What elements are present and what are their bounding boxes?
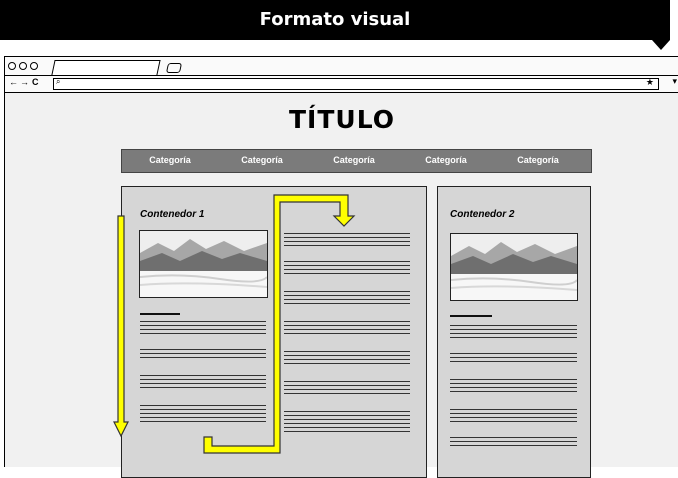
text-heading-bar: [450, 315, 492, 317]
container-1-title: Contenedor 1: [140, 209, 205, 220]
reload-icon[interactable]: C: [32, 77, 39, 87]
tab-bar: [5, 57, 678, 76]
back-arrow-icon[interactable]: ←: [9, 77, 18, 87]
banner: [0, 0, 670, 40]
nav-item-categoria-1[interactable]: Categoría: [149, 155, 191, 165]
text-block-left: [140, 321, 266, 431]
reading-flow-arrow-zigzag: [203, 194, 356, 454]
text-heading-bar: [140, 313, 180, 315]
nav-item-categoria-3[interactable]: Categoría: [333, 155, 375, 165]
banner-title: Formato visual: [259, 9, 411, 30]
window-maximize-dot[interactable]: [30, 62, 38, 70]
nav-item-categoria-4[interactable]: Categoría: [425, 155, 467, 165]
container-2-title: Contenedor 2: [450, 209, 515, 220]
text-block: [450, 325, 577, 465]
search-icon: ⌕: [56, 77, 61, 86]
window-close-dot[interactable]: [8, 62, 16, 70]
banner-notch: [652, 40, 670, 50]
reading-flow-arrows: [113, 194, 356, 454]
navigation-bar: ← → C ⌕ ★ ▾: [5, 76, 678, 93]
container-2: Contenedor 2: [437, 186, 591, 478]
category-nav: Categoría Categoría Categoría Categoría …: [121, 149, 592, 173]
landscape-image: [139, 230, 268, 298]
address-bar[interactable]: ⌕ ★: [53, 77, 659, 90]
browser-window: ← → C ⌕ ★ ▾ TÍTULO Categoría Categoría C…: [4, 56, 678, 478]
forward-arrow-icon[interactable]: →: [20, 77, 29, 87]
nav-item-categoria-5[interactable]: Categoría: [517, 155, 559, 165]
nav-item-categoria-2[interactable]: Categoría: [241, 155, 283, 165]
window-minimize-dot[interactable]: [19, 62, 27, 70]
page-title: TÍTULO: [289, 105, 395, 134]
landscape-image: [450, 233, 578, 301]
menu-icon[interactable]: ▾: [672, 76, 677, 86]
star-icon[interactable]: ★: [645, 77, 654, 87]
reading-flow-arrow-down: [113, 215, 129, 438]
text-block-right: [284, 233, 410, 453]
